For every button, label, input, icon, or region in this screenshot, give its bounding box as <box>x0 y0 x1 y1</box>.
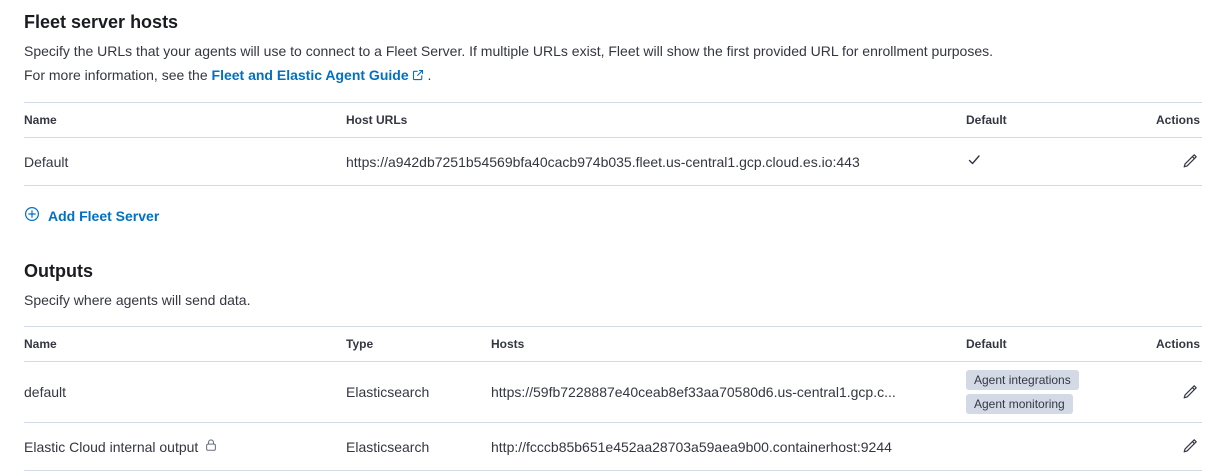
column-header-default: Default <box>966 102 1144 138</box>
outputs-title: Outputs <box>24 261 93 281</box>
add-fleet-server-label: Add Fleet Server <box>48 207 160 224</box>
description-line1: Specify the URLs that your agents will u… <box>24 43 994 59</box>
plus-in-circle-icon <box>24 206 40 225</box>
output-name-cell: Elastic Cloud internal output <box>24 422 346 471</box>
table-row: default Elasticsearch https://59fb722888… <box>24 361 1202 423</box>
column-header-default: Default <box>966 326 1144 362</box>
pencil-icon <box>1182 154 1198 172</box>
edit-output-button[interactable] <box>1180 382 1200 402</box>
column-header-hosts: Hosts <box>491 326 966 362</box>
output-default-cell: Agent integrations Agent monitoring <box>966 361 1144 423</box>
table-row: Default https://a942db7251b54569bfa40cac… <box>24 137 1202 186</box>
fleet-server-actions-cell <box>1144 137 1202 186</box>
outputs-header-row: Name Type Hosts Default Actions <box>24 326 1202 362</box>
column-header-name: Name <box>24 102 346 138</box>
fleet-server-hosts-title: Fleet server hosts <box>24 12 179 32</box>
fleet-server-hosts-header-row: Name Host URLs Default Actions <box>24 102 1202 138</box>
outputs-section: Outputs Specify where agents will send d… <box>24 261 1202 471</box>
edit-fleet-server-button[interactable] <box>1180 151 1200 171</box>
pencil-icon <box>1182 384 1198 403</box>
fleet-server-host-urls-cell: https://a942db7251b54569bfa40cacb974b035… <box>346 137 966 186</box>
pencil-icon <box>1182 439 1198 457</box>
output-type-cell: Elasticsearch <box>346 422 491 471</box>
output-hosts-cell: http://fcccb85b651e452aa28703a59aea9b00.… <box>491 422 966 471</box>
fleet-server-hosts-table: Name Host URLs Default Actions Default h… <box>24 102 1202 186</box>
lock-icon <box>204 438 218 455</box>
output-actions-cell <box>1144 422 1202 471</box>
column-header-name: Name <box>24 326 346 362</box>
fleet-server-hosts-description: Specify the URLs that your agents will u… <box>24 39 1202 88</box>
fleet-server-name-cell: Default <box>24 137 346 186</box>
output-actions-cell <box>1144 361 1202 423</box>
edit-output-button[interactable] <box>1180 436 1200 456</box>
output-default-cell <box>966 422 1144 471</box>
output-type-cell: Elasticsearch <box>346 361 491 423</box>
fleet-server-hosts-section: Fleet server hosts Specify the URLs that… <box>24 12 1202 227</box>
column-header-type: Type <box>346 326 491 362</box>
check-icon <box>966 155 982 171</box>
fleet-agent-guide-link[interactable]: Fleet and Elastic Agent Guide <box>212 67 424 83</box>
status-badge: Agent integrations <box>966 370 1079 390</box>
fleet-server-default-cell <box>966 137 1144 186</box>
external-link-icon <box>412 64 424 88</box>
output-hosts-cell: https://59fb7228887e40ceab8ef33aa70580d6… <box>491 361 966 423</box>
column-header-host-urls: Host URLs <box>346 102 966 138</box>
output-name-cell: default <box>24 361 346 423</box>
outputs-description: Specify where agents will send data. <box>24 292 251 308</box>
outputs-table: Name Type Hosts Default Actions default … <box>24 326 1202 471</box>
add-fleet-server-button[interactable]: Add Fleet Server <box>24 206 159 225</box>
status-badge: Agent monitoring <box>966 394 1073 414</box>
description-line2-prefix: For more information, see the <box>24 67 208 83</box>
description-line2-suffix: . <box>427 67 432 83</box>
table-row: Elastic Cloud internal output Elasticsea… <box>24 422 1202 471</box>
column-header-actions: Actions <box>1144 326 1202 362</box>
column-header-actions: Actions <box>1144 102 1202 138</box>
